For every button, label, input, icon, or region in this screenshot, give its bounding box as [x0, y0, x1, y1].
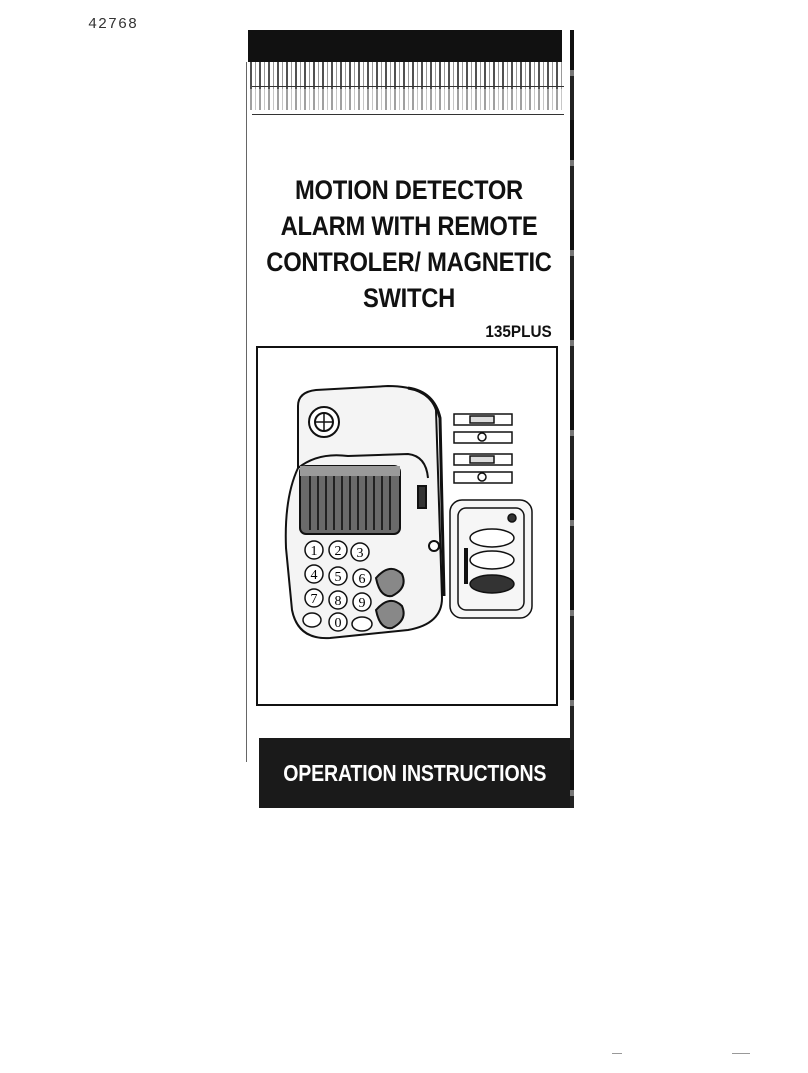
- key-0: 0: [335, 616, 342, 631]
- key-9: 9: [359, 596, 366, 611]
- key-7: 7: [311, 592, 318, 607]
- title-line-3: CONTROLER/ MAGNETIC: [266, 247, 552, 277]
- scan-noise-band: [250, 62, 562, 122]
- key-2: 2: [335, 544, 342, 559]
- key-3: 3: [357, 546, 364, 561]
- cover-left-edge: [246, 62, 247, 762]
- key-1: 1: [311, 544, 318, 559]
- side-knob: [428, 540, 440, 552]
- motion-detector-unit: [284, 384, 446, 640]
- side-switch: [417, 485, 427, 509]
- banner-text: OPERATION INSTRUCTIONS: [282, 759, 547, 786]
- scan-mark: [732, 1053, 750, 1054]
- product-illustration-frame: 1 2 3 4 5 6 7 8 9 0: [256, 346, 558, 706]
- divider-line: [252, 86, 564, 87]
- key-6: 6: [359, 572, 366, 587]
- key-4: 4: [311, 568, 318, 583]
- cover-title: MOTION DETECTOR ALARM WITH REMOTE CONTRO…: [266, 172, 553, 316]
- title-line-1: MOTION DETECTOR: [295, 175, 523, 205]
- divider-line: [252, 114, 564, 115]
- cover-right-edge: [570, 30, 574, 808]
- operation-instructions-banner: OPERATION INSTRUCTIONS: [259, 738, 570, 808]
- product-illustration: 1 2 3 4 5 6 7 8 9 0: [284, 384, 533, 640]
- page-id: 42768: [88, 16, 139, 33]
- remote-control-icon: [449, 499, 533, 619]
- model-number: 135PLUS: [485, 322, 552, 341]
- title-line-2: ALARM WITH REMOTE: [280, 211, 538, 241]
- key-8: 8: [335, 594, 342, 609]
- title-line-4: SWITCH: [362, 283, 456, 313]
- keypad: 1 2 3 4 5 6 7 8 9 0: [302, 540, 373, 632]
- key-5: 5: [335, 570, 342, 585]
- scan-mark: [612, 1053, 622, 1054]
- magnetic-switch-icon: [453, 413, 513, 484]
- manual-cover: MOTION DETECTOR ALARM WITH REMOTE CONTRO…: [246, 30, 576, 808]
- top-black-band: [248, 30, 562, 62]
